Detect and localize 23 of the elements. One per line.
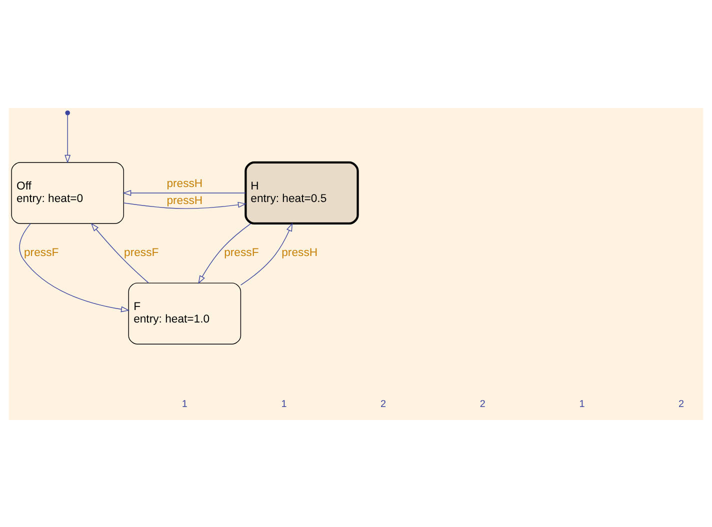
arrow (64, 114, 71, 163)
node-circle (65, 110, 70, 115)
label: 1 (182, 398, 188, 410)
edge-label: pressF (124, 246, 159, 258)
arrow (90, 222, 150, 283)
edge-label: pressF (224, 246, 259, 258)
node-box: H entry: heat=0.5 (244, 160, 359, 224)
edge-label: pressH (166, 178, 203, 190)
label: 2 (380, 398, 386, 410)
arrow (123, 201, 246, 208)
edge-label: pressH (166, 194, 203, 207)
node-box: Off entry: heat=0 (11, 162, 124, 224)
edge-label: pressF (24, 246, 59, 258)
label: 2 (678, 398, 684, 410)
label: 1 (579, 398, 585, 410)
arrow (122, 189, 246, 196)
label: 2 (480, 398, 486, 410)
label: 1 (281, 398, 287, 410)
arrow (19, 222, 130, 312)
arrow (198, 222, 252, 284)
node-box: F entry: heat=1.0 (128, 282, 242, 344)
arrow (240, 222, 293, 285)
edge-label: pressH (282, 246, 318, 258)
